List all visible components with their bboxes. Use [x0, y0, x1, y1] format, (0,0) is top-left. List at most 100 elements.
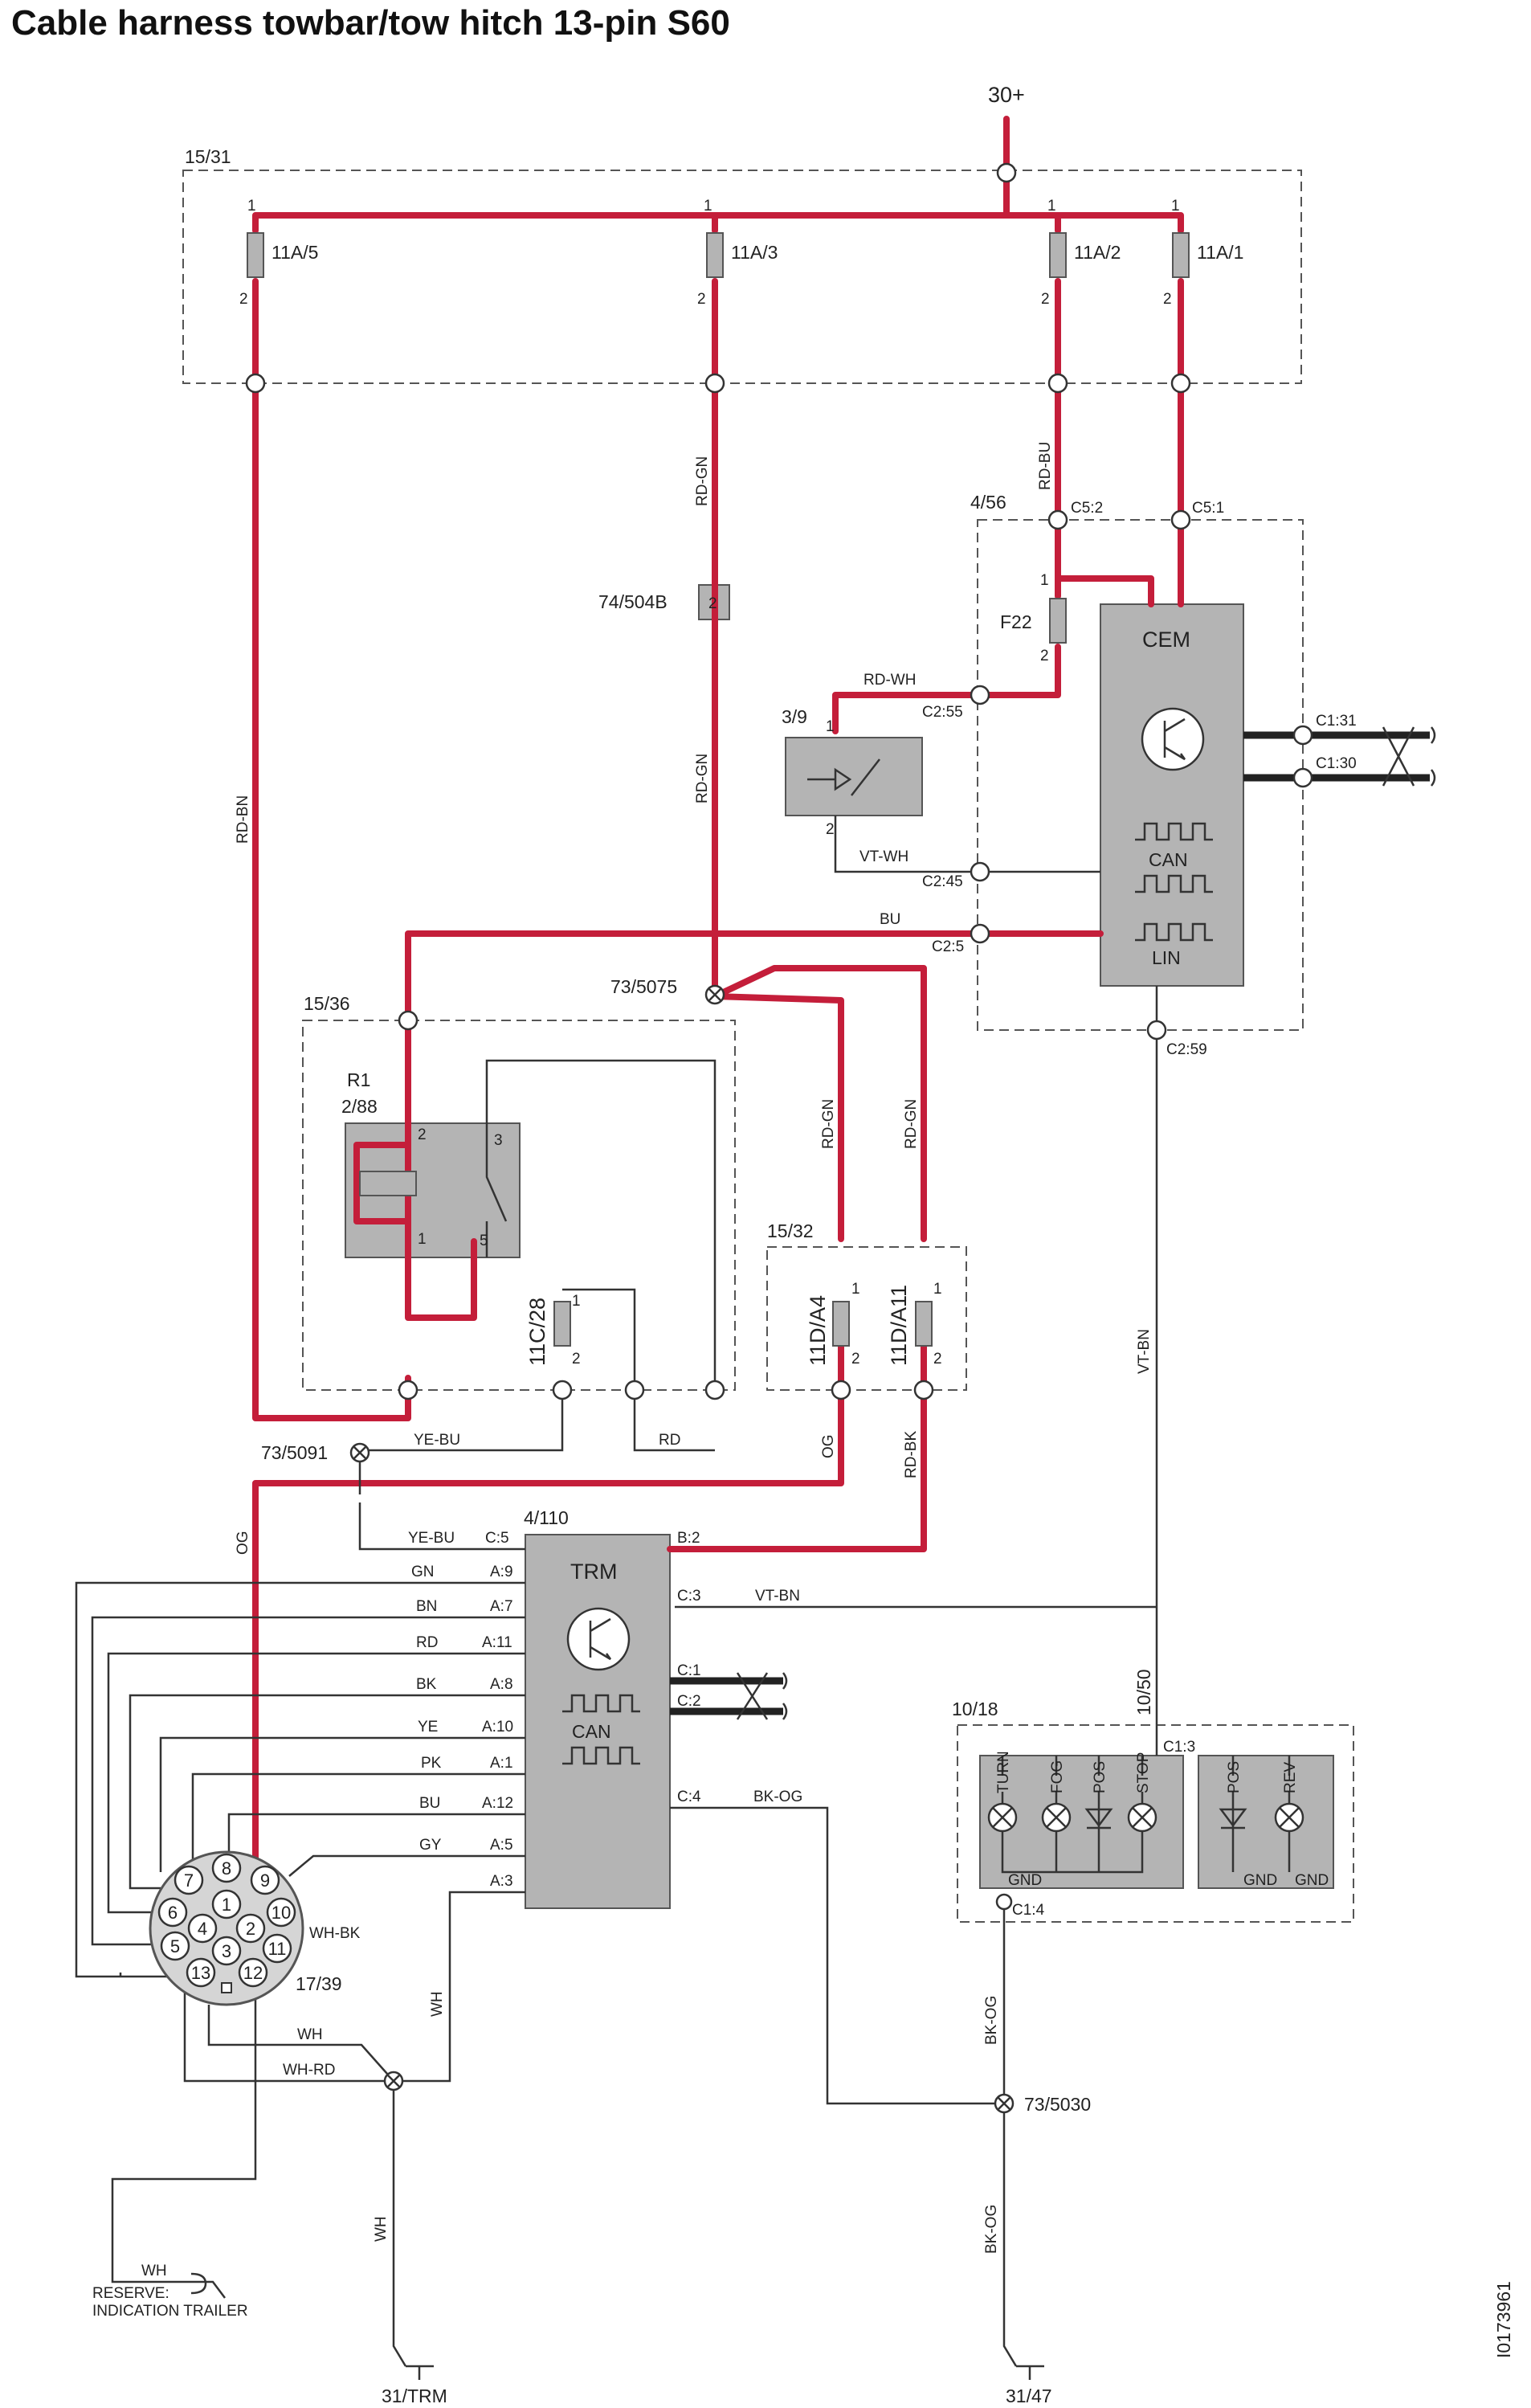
fuse-11a2-pin2: 2 — [1041, 291, 1050, 308]
wire-wh-vertical: WH — [429, 1991, 446, 2017]
wire-ye-bu-upper: YE-BU — [414, 1432, 460, 1449]
fuse-11d-a4-label: 11D/A4 — [806, 1295, 830, 1366]
page-title: Cable harness towbar/tow hitch 13-pin S6… — [11, 3, 730, 43]
trm-a8-wire — [129, 1694, 525, 1890]
wire-bn-label: BN — [416, 1598, 437, 1615]
trm-a12-label: A:12 — [482, 1795, 513, 1812]
fusebox-15-31-boundary — [182, 170, 1302, 384]
splice-73-5091-label: 73/5091 — [261, 1442, 328, 1463]
cem-c5-2-label: C5:2 — [1071, 500, 1103, 517]
bk-og-wire — [670, 1806, 1018, 2367]
fuse-11a5-pin1: 1 — [247, 198, 256, 215]
wire-rd-trm-label: RD — [416, 1634, 438, 1651]
relay-coil-loop — [353, 1142, 411, 1224]
socket-pin-13: 13 — [191, 1963, 210, 1983]
wire-bk-label: BK — [416, 1676, 437, 1693]
socket-pin-7: 7 — [184, 1870, 194, 1891]
socket-pin-5: 5 — [170, 1936, 180, 1956]
fuse-f22-label: F22 — [1000, 611, 1032, 632]
wire-wh-lower: WH — [373, 2216, 390, 2242]
wire-vt-bn-vertical: VT-BN — [1136, 1329, 1153, 1374]
trailer-socket-17-39 — [149, 1850, 304, 2006]
trm-c4-label: C:4 — [677, 1789, 701, 1805]
switch-pin2: 2 — [826, 821, 835, 838]
lamp-pos-label: POS — [1092, 1761, 1108, 1793]
wire-wh-bk-label: WH-BK — [309, 1925, 361, 1942]
fuse-11a1-body — [1172, 232, 1190, 278]
ground-31-47-label: 31/47 — [1006, 2386, 1052, 2406]
wire-og-vertical-1: OG — [820, 1434, 837, 1458]
fuse-11a5-pin2: 2 — [239, 291, 248, 308]
trm-box-label: 4/110 — [524, 1507, 569, 1528]
cem-c2-45-label: C2:45 — [922, 873, 963, 890]
socket-17-39-label: 17/39 — [296, 1973, 342, 1994]
connector-74-504b-pin: 2 — [708, 595, 717, 612]
trm-a11-wire — [107, 1652, 525, 1914]
socket-pin-8: 8 — [222, 1858, 231, 1879]
wire-pk-label: PK — [421, 1755, 442, 1772]
fuse-11d-a11-pin1: 1 — [933, 1281, 942, 1298]
ye-bu-wire — [358, 1502, 525, 1551]
cem-can-signal-icon — [1135, 822, 1213, 893]
splice-73-5075-label: 73/5075 — [610, 976, 677, 997]
cem-c2-59-label: C2:59 — [1166, 1041, 1207, 1058]
relay-pin-1: 1 — [418, 1231, 427, 1248]
trm-a3-label: A:3 — [490, 1873, 513, 1890]
fuse-11a2-body — [1049, 232, 1067, 278]
lights-gnd-label-2: GND — [1243, 1872, 1277, 1889]
cem-module — [1100, 603, 1244, 987]
fuse-11a3-label: 11A/3 — [731, 242, 778, 263]
wire-rd-gn-a4: RD-GN — [820, 1099, 837, 1149]
cem-c2-5-label: C2:5 — [932, 938, 964, 955]
trm-c5-label: C:5 — [485, 1530, 509, 1547]
trm-a8-label: A:8 — [490, 1676, 513, 1693]
wire-rd-bn: RD-BN — [235, 795, 251, 844]
relay-box-15-36-boundary — [302, 1020, 736, 1391]
switch-contact-icon — [807, 758, 880, 796]
relay-2-88-label: 2/88 — [341, 1096, 378, 1117]
trm-c2-label: C:2 — [677, 1693, 701, 1710]
trailer-lights-label: 10/18 — [952, 1699, 998, 1719]
wire-rd-wh-label: RD-WH — [863, 672, 916, 689]
fusebox-15-32-label: 15/32 — [767, 1220, 814, 1241]
relay-coil — [359, 1171, 417, 1196]
lamp-fog-label: FOG — [1049, 1760, 1066, 1793]
splice-symbols — [349, 984, 1015, 2114]
trm-a5-label: A:5 — [490, 1837, 513, 1854]
relay-pin3-contact — [485, 1123, 508, 1257]
cem-c2-55-label: C2:55 — [922, 704, 963, 721]
switch-3-9 — [785, 737, 923, 816]
fuse-11c28-label: 11C/28 — [525, 1298, 549, 1366]
lights-c1-3-label: C1:3 — [1163, 1739, 1195, 1756]
fuse-11c28-pin1: 1 — [572, 1293, 581, 1310]
supply-30-label: 30+ — [988, 83, 1025, 107]
reserve-note-line-1: RESERVE: — [92, 2285, 169, 2302]
fuse-11a5-label: 11A/5 — [271, 242, 318, 263]
socket-pin-2: 2 — [246, 1919, 255, 1939]
wire-wh-horizontal: WH — [297, 2026, 323, 2043]
connector-10-50-label: 10/50 — [1133, 1669, 1154, 1715]
socket-pin-6: 6 — [168, 1903, 178, 1923]
socket-pin-12: 12 — [243, 1963, 263, 1983]
cem-module-label: CEM — [1142, 628, 1190, 652]
vt-wh-wire — [834, 816, 1100, 873]
f22-rd-wh-wire — [832, 644, 1061, 734]
trm-c1-twist — [736, 1672, 788, 1720]
supply-30-wire — [252, 116, 1184, 234]
trm-transistor-icon — [566, 1607, 631, 1671]
wh-rd-wire — [183, 1993, 407, 2367]
trm-a9-wire — [75, 1581, 525, 1978]
wire-wh-reserve: WH — [141, 2263, 167, 2279]
wire-bu-label: BU — [880, 911, 900, 928]
splice-73-5030-label: 73/5030 — [1024, 2094, 1091, 2115]
trm-a5-wire — [288, 1854, 525, 1877]
cem-c1-31-label: C1:31 — [1316, 713, 1357, 730]
socket-pin-1: 1 — [222, 1895, 231, 1915]
trm-c3-label: C:3 — [677, 1588, 701, 1605]
wire-vt-bn-trm: VT-BN — [755, 1588, 800, 1605]
wire-rd-gn-upper: RD-GN — [694, 456, 711, 506]
cem-can-label: CAN — [1149, 849, 1188, 870]
lamp-symbols — [987, 1802, 1304, 1833]
vt-bn-wire — [675, 986, 1158, 1756]
